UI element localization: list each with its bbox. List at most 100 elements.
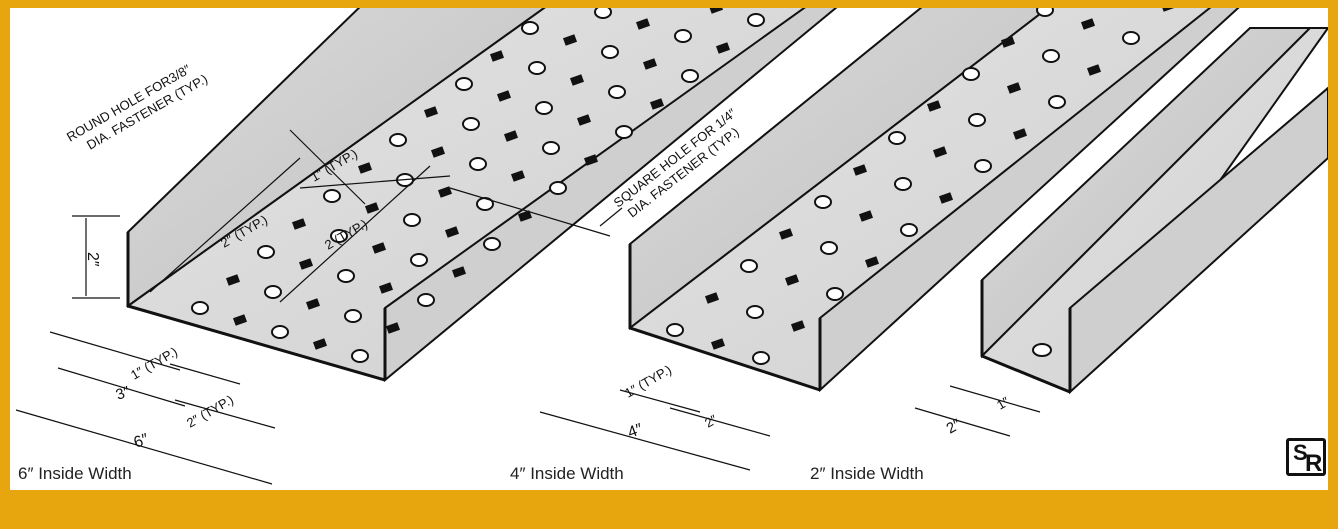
round-hole	[323, 189, 341, 203]
square-hole	[305, 298, 321, 310]
square-hole	[858, 210, 874, 222]
round-hole	[814, 195, 832, 209]
square-hole	[444, 226, 460, 238]
channel-4in-holes	[666, 8, 1176, 365]
round-hole	[674, 29, 692, 43]
channel-4in-bottom-edge	[629, 326, 821, 392]
round-hole	[1042, 49, 1060, 63]
channel-drawing: 2″ ROUND HOLE FOR3/8″ DIA. FASTENER (TYP…	[15, 8, 1328, 485]
round-hole	[968, 113, 986, 127]
square-hole	[778, 228, 794, 240]
round-hole	[608, 85, 626, 99]
square-hole	[489, 50, 505, 62]
round-hole	[1122, 31, 1140, 45]
bottom-4in-1-label: 1″ (TYP.)	[622, 362, 674, 401]
round-hole	[820, 241, 838, 255]
square-hole	[864, 256, 880, 268]
round-hole	[521, 21, 539, 35]
square-hole	[423, 106, 439, 118]
dims-6in	[15, 129, 623, 485]
square-hole	[852, 164, 868, 176]
square-hole	[517, 210, 533, 222]
square-hole	[451, 266, 467, 278]
square-hole	[642, 58, 658, 70]
round-hole	[483, 237, 501, 251]
square-hole	[312, 338, 328, 350]
square-hole	[225, 274, 241, 286]
width-2-label: 2″	[944, 416, 965, 438]
round-hole	[528, 61, 546, 75]
channel-2in-hole	[1032, 343, 1052, 357]
round-hole	[826, 287, 844, 301]
square-hole	[938, 192, 954, 204]
bottom-2in-1-label: 1″	[994, 393, 1012, 412]
channel-6in-holes	[191, 8, 765, 363]
round-hole	[974, 159, 992, 173]
round-hole	[337, 269, 355, 283]
labels-4in: 1″ (TYP.) 2″ 4″	[622, 362, 720, 442]
square-hole	[790, 320, 806, 332]
round-hole	[894, 177, 912, 191]
caption-6in: 6″ Inside Width	[18, 464, 132, 483]
square-hole	[1006, 82, 1022, 94]
square-hole	[298, 258, 314, 270]
square-hole	[232, 314, 248, 326]
round-hole	[681, 69, 699, 83]
round-hole	[746, 305, 764, 319]
square-hole	[385, 322, 401, 334]
round-hole	[962, 67, 980, 81]
round-hole	[351, 349, 369, 363]
round-hole	[410, 253, 428, 267]
square-hole	[378, 282, 394, 294]
square-hole	[1000, 36, 1016, 48]
bottom-1-label: 1″ (TYP.)	[128, 344, 180, 383]
square-hole	[430, 146, 446, 158]
square-hole	[291, 218, 307, 230]
round-hole	[666, 323, 684, 337]
round-hole	[257, 245, 275, 259]
square-hole	[437, 186, 453, 198]
channel-2in	[980, 27, 1328, 395]
caption-4in: 4″ Inside Width	[510, 464, 624, 483]
logo-letter-s: S	[1293, 440, 1308, 465]
square-hole	[710, 338, 726, 350]
round-hole	[264, 285, 282, 299]
round-hole	[389, 133, 407, 147]
square-hole	[649, 98, 665, 110]
round-hole	[601, 45, 619, 59]
channel-2in-bottom-edge	[981, 354, 1071, 394]
square-hole	[926, 100, 942, 112]
square-hole	[496, 90, 512, 102]
round-hole	[344, 309, 362, 323]
square-hole	[704, 292, 720, 304]
round-hole	[740, 259, 758, 273]
top-tab	[14, 0, 104, 8]
square-hole	[576, 114, 592, 126]
square-hole	[1160, 8, 1176, 12]
dims-4in	[539, 389, 771, 471]
round-hole	[417, 293, 435, 307]
square-hole	[503, 130, 519, 142]
square-hole	[364, 202, 380, 214]
round-hole	[1048, 95, 1066, 109]
round-hole	[549, 181, 567, 195]
square-hole	[932, 146, 948, 158]
square-hole	[510, 170, 526, 182]
round-hole	[403, 213, 421, 227]
square-hole	[1012, 128, 1028, 140]
round-hole	[1036, 8, 1054, 17]
square-hole	[708, 8, 724, 14]
bottom-3-label: 3″	[114, 383, 133, 404]
dims-2in	[914, 385, 1041, 437]
round-hole	[900, 223, 918, 237]
round-hole	[542, 141, 560, 155]
square-hole	[1086, 64, 1102, 76]
round-hole	[752, 351, 770, 365]
channel-6in-bottom-edge	[127, 304, 386, 382]
round-hole	[462, 117, 480, 131]
round-hole	[469, 157, 487, 171]
square-hole	[784, 274, 800, 286]
square-hole	[635, 18, 651, 30]
sr-logo: S R	[1286, 438, 1326, 477]
